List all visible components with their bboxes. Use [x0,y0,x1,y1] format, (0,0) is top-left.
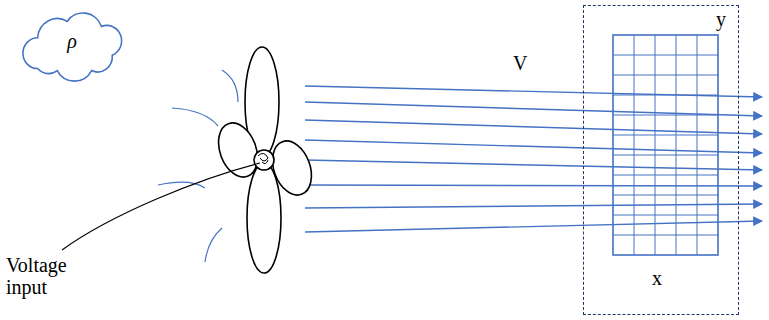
air-stream [305,86,762,232]
air-density-cloud: ρ [18,5,126,87]
density-symbol: ρ [67,31,77,52]
fan-blade [212,47,319,273]
measurement-grid [613,35,718,255]
voltage-input-label: Voltage input [6,254,86,298]
control-volume: yx [583,5,739,315]
leader-line [62,163,260,250]
dimension-label: y [716,9,726,30]
dimension-label: x [652,268,662,289]
velocity-label: V [513,52,527,74]
